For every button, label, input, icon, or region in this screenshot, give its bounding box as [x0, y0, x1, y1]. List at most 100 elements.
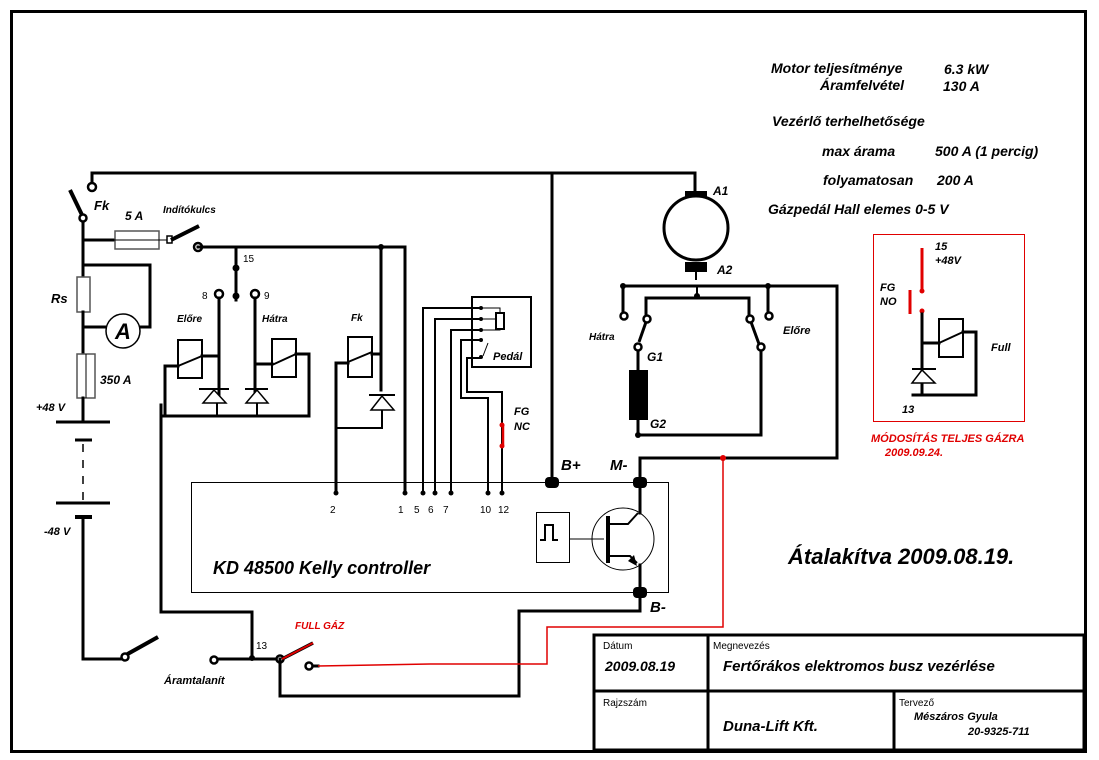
modification-junction [720, 455, 726, 461]
terminal-15-contact [232, 264, 240, 272]
pin-10 [485, 490, 491, 496]
ammeter-upper-wire [81, 263, 152, 329]
modification-inset: 15 +48V FG NO Full 13 MÓDOSÍTÁS TELJES G… [871, 234, 1025, 459]
forward-contactor-blade[interactable] [749, 321, 761, 345]
fk-relay-coil-slash [347, 351, 373, 363]
pin-1 [402, 490, 408, 496]
fuse-5a-label: 5 A [125, 209, 143, 223]
inset-diode [910, 368, 937, 384]
b-minus-terminal[interactable] [633, 587, 647, 598]
main-power-circuit: A [56, 171, 642, 698]
pedal-pin [479, 355, 483, 359]
fg-no-dot-lower [919, 308, 925, 314]
b-minus-return-wire [278, 588, 642, 698]
converted-note: Átalakítva 2009.08.19. [787, 544, 1014, 569]
b-minus-label: B- [650, 599, 666, 616]
inset-plus48: +48V [935, 255, 963, 267]
forward-relay-coil-slash [177, 355, 203, 367]
pin-label-6: 6 [428, 505, 434, 516]
pedal-switch [482, 342, 489, 357]
g1-label: G1 [647, 350, 663, 364]
name-label: Megnevezés [713, 641, 770, 652]
pedal-pin [479, 338, 483, 342]
pedal-label: Pedál [493, 351, 523, 363]
fk-diode-lead [336, 410, 383, 429]
inset-no: NO [880, 296, 897, 308]
pedal-wire-7 [450, 329, 481, 493]
motor-forward-label: Előre [783, 325, 811, 337]
pin-7 [448, 490, 454, 496]
terminal-15-label: 15 [243, 254, 255, 265]
disconnect-label: Áramtalanít [163, 674, 226, 687]
ammeter-circle [105, 313, 141, 349]
brush-a2 [685, 262, 707, 272]
full-gas-switch-blade[interactable] [281, 642, 314, 660]
reverse-switch-pivot [642, 314, 652, 324]
designer-label: Tervező [899, 698, 934, 709]
fk-relay-junction [378, 244, 384, 250]
node-13-to-relays-wire [159, 403, 254, 661]
motor-armature [662, 194, 730, 262]
m-minus-label: M- [610, 457, 628, 474]
full-gas-switch-contact [304, 661, 314, 671]
pedal-wire-12 [466, 357, 503, 493]
fk-switch-label: Fk [94, 198, 110, 213]
pin-12 [499, 490, 505, 496]
pin-label-1: 1 [398, 505, 404, 516]
current-draw-label: Áramfelvétel [819, 77, 905, 93]
pin-label-2: 2 [330, 505, 336, 516]
a1-label: A1 [712, 184, 729, 198]
full-gas-label: FULL GÁZ [295, 619, 345, 632]
fg-label: FG [514, 406, 530, 418]
reverse-diode [244, 388, 270, 404]
disconnect-switch-pivot [120, 652, 130, 662]
fuse-350a-label: 350 A [100, 373, 132, 387]
pedal-wire-5 [422, 307, 481, 493]
pin-label-5: 5 [414, 505, 420, 516]
disconnect-switch-blade[interactable] [123, 635, 159, 658]
pedal-block: Pedál FG NC [422, 296, 532, 493]
pin-2 [333, 490, 339, 496]
shunt-resistor-rs [76, 276, 91, 313]
fk-switch-blade[interactable] [68, 189, 85, 218]
pin-label-7: 7 [443, 505, 449, 516]
fg-nc-dot-top [499, 422, 505, 428]
b-plus-terminal[interactable] [545, 477, 559, 488]
designer-name: Mészáros Gyula [914, 711, 998, 723]
inset-full: Full [991, 342, 1011, 354]
minus48v-label: -48 V [44, 526, 72, 538]
pedal-wire-10 [460, 339, 489, 493]
g2-node [635, 432, 641, 438]
company-name: Duna-Lift Kft. [723, 718, 818, 735]
inset-terminal-15: 15 [935, 241, 948, 253]
motor-power-label: Motor teljesítménye [771, 60, 903, 76]
motor-armature-loop [621, 284, 839, 484]
ignition-key-blade[interactable] [170, 224, 200, 242]
reverse-contactor-blade[interactable] [637, 321, 648, 343]
fk-relay-label: Fk [351, 313, 363, 324]
field-winding [629, 370, 648, 420]
name-value: Fertőrákos elektromos busz vezérlése [723, 658, 995, 675]
date-label: Dátum [603, 641, 632, 652]
pin-label-12: 12 [498, 505, 510, 516]
pin-label-10: 10 [480, 505, 492, 516]
drawing-frame [10, 10, 1087, 753]
field-switch-bridge [644, 296, 751, 318]
motor-a1-wire [550, 171, 697, 194]
max-current-value: 500 A (1 percig) [935, 143, 1039, 159]
forward-relay-label: Előre [177, 314, 202, 325]
modification-date: 2009.09.24. [884, 447, 943, 459]
motor-specs: Motor teljesítménye 6.3 kW Áramfelvétel … [768, 60, 1039, 217]
forward-diode [201, 388, 228, 404]
fk-diode [369, 394, 396, 411]
modification-frame [873, 234, 1025, 422]
top-rail-wire [90, 171, 554, 484]
fg-no-dot-upper [919, 288, 925, 294]
forward-switch-pivot [745, 314, 755, 324]
transistor-collector [610, 512, 639, 525]
pedal-spec: Gázpedál Hall elemes 0-5 V [768, 201, 950, 217]
disconnect-switch-contact [209, 655, 219, 665]
b-plus-label: B+ [561, 457, 581, 474]
modification-title: MÓDOSÍTÁS TELJES GÁZRA [871, 432, 1024, 445]
